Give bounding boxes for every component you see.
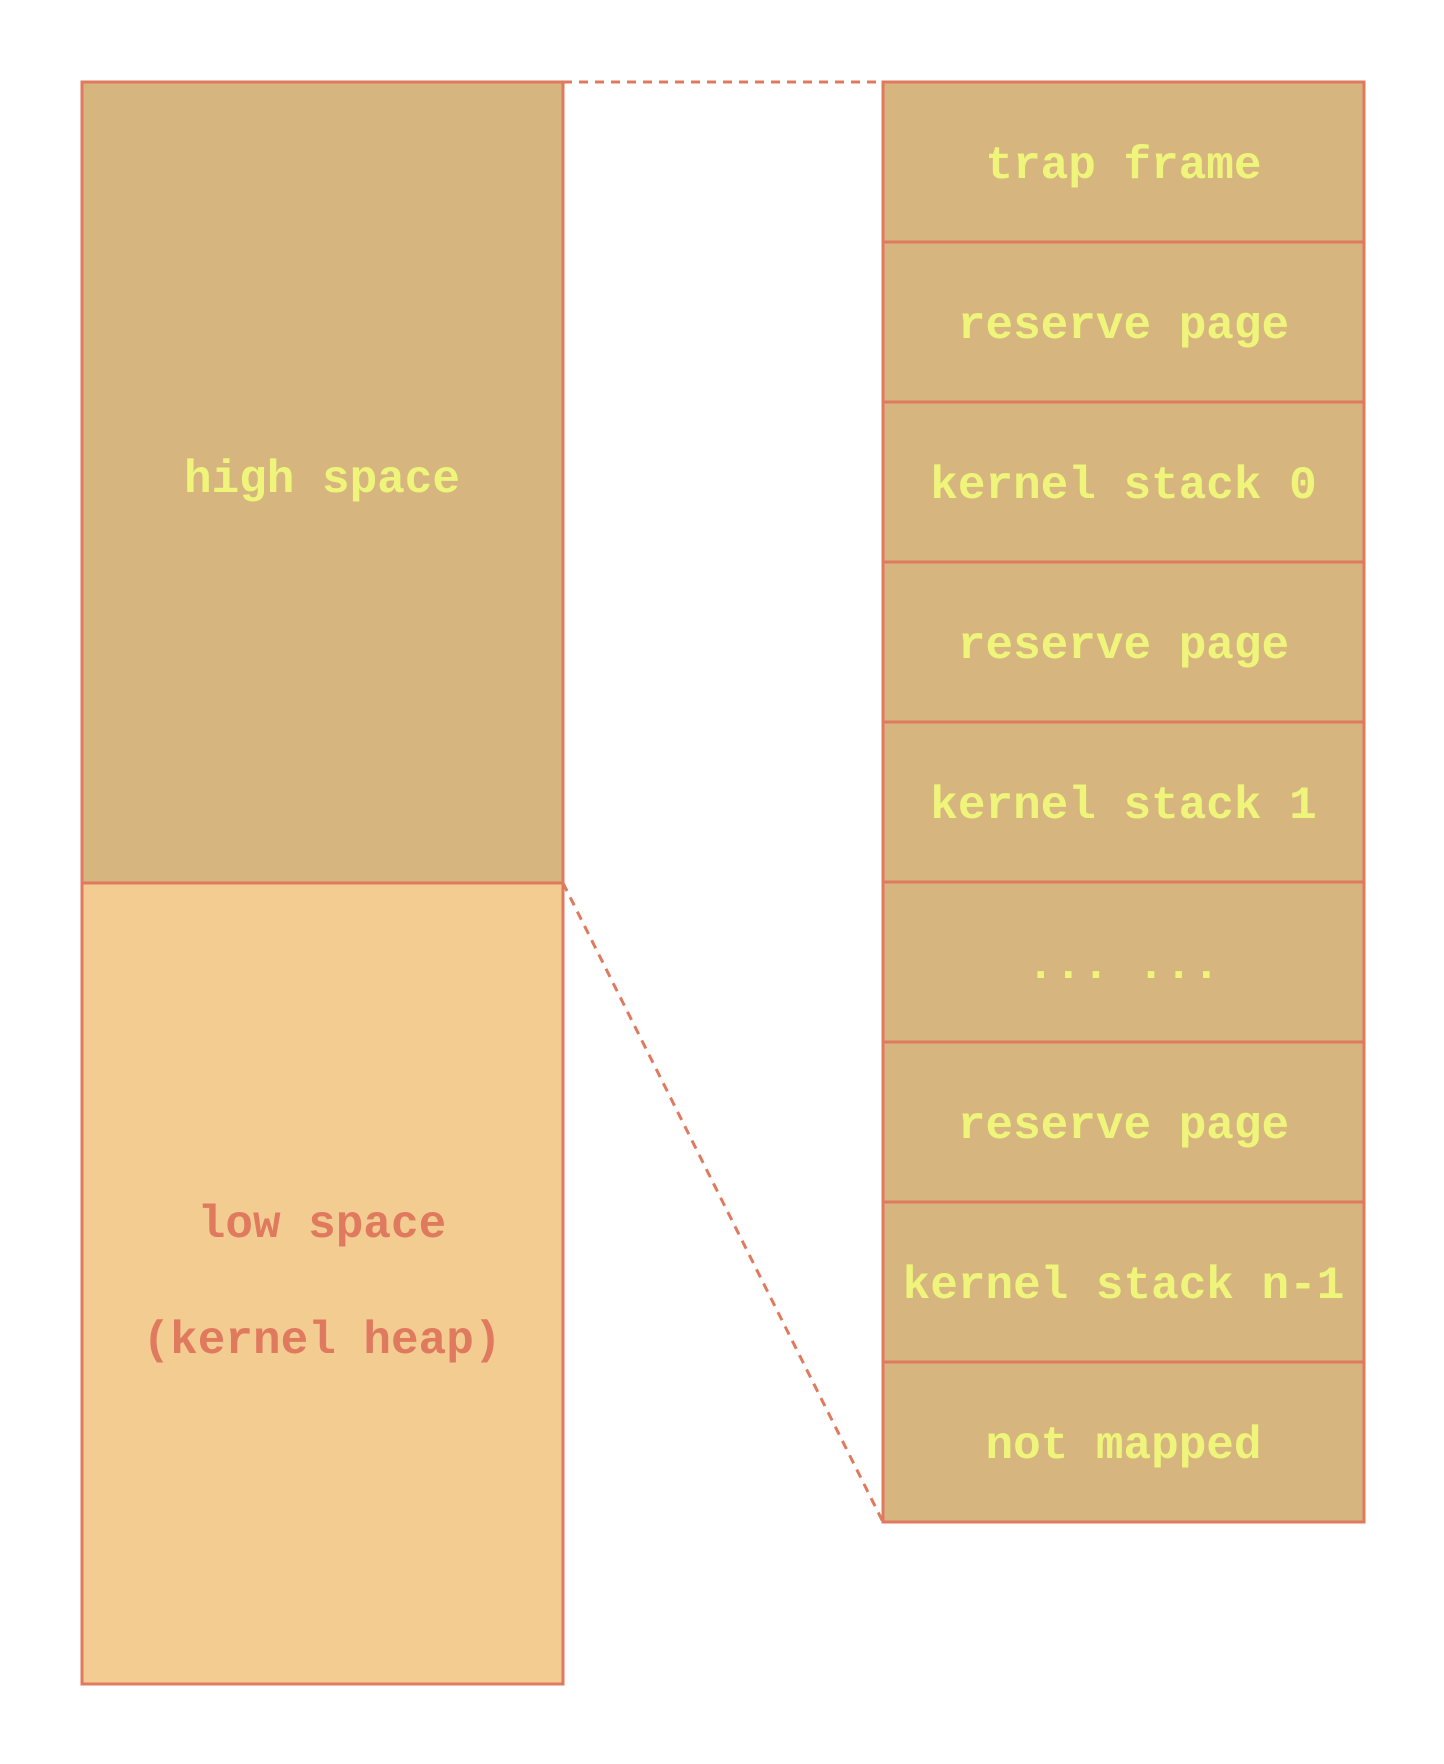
low-space-label: low space bbox=[198, 1199, 446, 1251]
high-space-label: high space bbox=[184, 454, 460, 506]
detail-row-label-6: reserve page bbox=[958, 1100, 1289, 1152]
detail-row-label-1: reserve page bbox=[958, 300, 1289, 352]
low-space-rect bbox=[80, 881, 565, 1686]
detail-row-label-3: reserve page bbox=[958, 620, 1289, 672]
detail-row-0 bbox=[881, 80, 1366, 244]
high-space-detail: trap frame reserve page kernel stack 0 rese… bbox=[881, 80, 1366, 1524]
detail-row-label-5: ... ... bbox=[1027, 940, 1220, 992]
detail-row-label-4: kernel stack 1 bbox=[930, 780, 1316, 832]
connector-bottom-dashed bbox=[561, 882, 885, 1523]
detail-row-5 bbox=[881, 880, 1366, 1044]
detail-row-7 bbox=[881, 1200, 1366, 1364]
detail-row-label-8: not mapped bbox=[985, 1420, 1261, 1472]
detail-row-6 bbox=[881, 1040, 1366, 1204]
detail-row-8 bbox=[881, 1360, 1366, 1524]
detail-row-4 bbox=[881, 720, 1366, 884]
high-space-block: high space bbox=[80, 80, 565, 885]
detail-row-2 bbox=[881, 400, 1366, 564]
detail-row-3 bbox=[881, 560, 1366, 724]
low-space-block: low space (kernel heap) bbox=[80, 881, 565, 1686]
kernel-heap-label: (kernel heap) bbox=[143, 1315, 502, 1367]
detail-row-label-0: trap frame bbox=[985, 140, 1261, 192]
high-space-rect bbox=[80, 80, 565, 885]
detail-row-label-7: kernel stack n-1 bbox=[903, 1260, 1345, 1312]
detail-row-label-2: kernel stack 0 bbox=[930, 460, 1316, 512]
